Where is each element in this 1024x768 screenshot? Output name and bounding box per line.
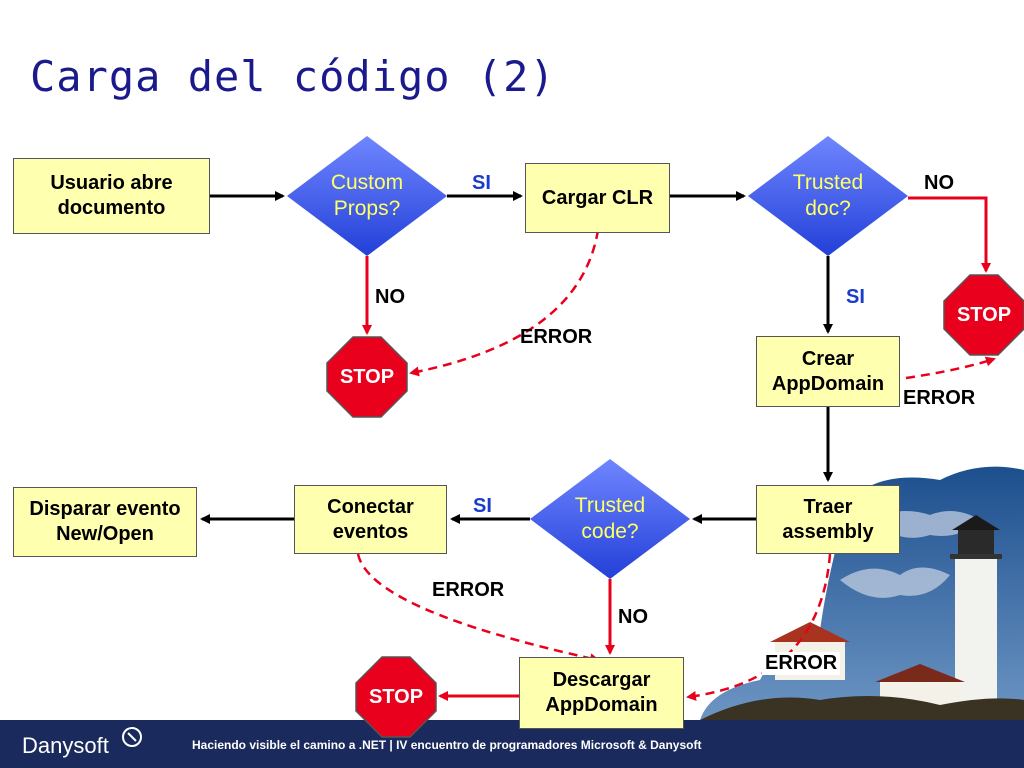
error-arrow-conectar-to-descargar	[356, 553, 600, 664]
decision-diamond-custom-props	[287, 136, 447, 256]
decision-diamond-trusted-doc	[748, 136, 908, 256]
label-error-traer: ERROR	[762, 652, 841, 675]
label-si-custom: SI	[472, 172, 491, 194]
label-si-trusted-code: SI	[473, 495, 492, 517]
node-usuario-abre-documento: Usuario abre documento	[13, 158, 210, 234]
node-disparar-evento: Disparar evento New/Open	[13, 487, 197, 557]
danysoft-logo-icon	[122, 727, 142, 747]
decision-diamond-trusted-code	[530, 459, 690, 579]
stop-label-1: STOP	[339, 365, 395, 388]
node-traer-assembly: Traer assembly	[756, 485, 900, 554]
error-arrow-clr-to-stop	[409, 229, 600, 377]
stop-label-3: STOP	[368, 685, 424, 708]
footer-band	[0, 720, 1024, 768]
label-error-conectar: ERROR	[432, 579, 505, 601]
stop-label-2: STOP	[956, 303, 1012, 326]
stop-sign-1	[326, 336, 408, 418]
stop-sign-3	[355, 656, 437, 738]
label-error-clr: ERROR	[520, 326, 593, 348]
danysoft-logo: Danysoft	[22, 733, 109, 758]
decision-trusted-code-label: Trusted code?	[574, 493, 646, 543]
danysoft-logo-mark	[127, 732, 137, 742]
page-title: Carga del código (2)	[30, 52, 556, 101]
arrow-trusted-doc-no-to-stop	[908, 196, 991, 273]
decision-custom-props-label: Custom Props?	[330, 170, 404, 220]
node-descargar-appdomain: Descargar AppDomain	[519, 657, 684, 729]
label-no-custom: NO	[375, 286, 405, 308]
stop-sign-2	[943, 274, 1024, 356]
node-crear-appdomain: Crear AppDomain	[756, 336, 900, 407]
label-no-trusted-doc: NO	[924, 172, 954, 194]
decision-trusted-doc-label: Trusted doc?	[792, 170, 864, 220]
label-no-trusted-code: NO	[618, 606, 648, 628]
footer-tagline: Haciendo visible el camino a .NET | IV e…	[192, 738, 702, 752]
error-arrow-crear-to-stop	[905, 356, 996, 380]
node-conectar-eventos: Conectar eventos	[294, 485, 447, 554]
label-error-crear: ERROR	[903, 387, 976, 409]
node-cargar-clr: Cargar CLR	[525, 163, 670, 233]
label-si-trusted-doc: SI	[846, 286, 865, 308]
